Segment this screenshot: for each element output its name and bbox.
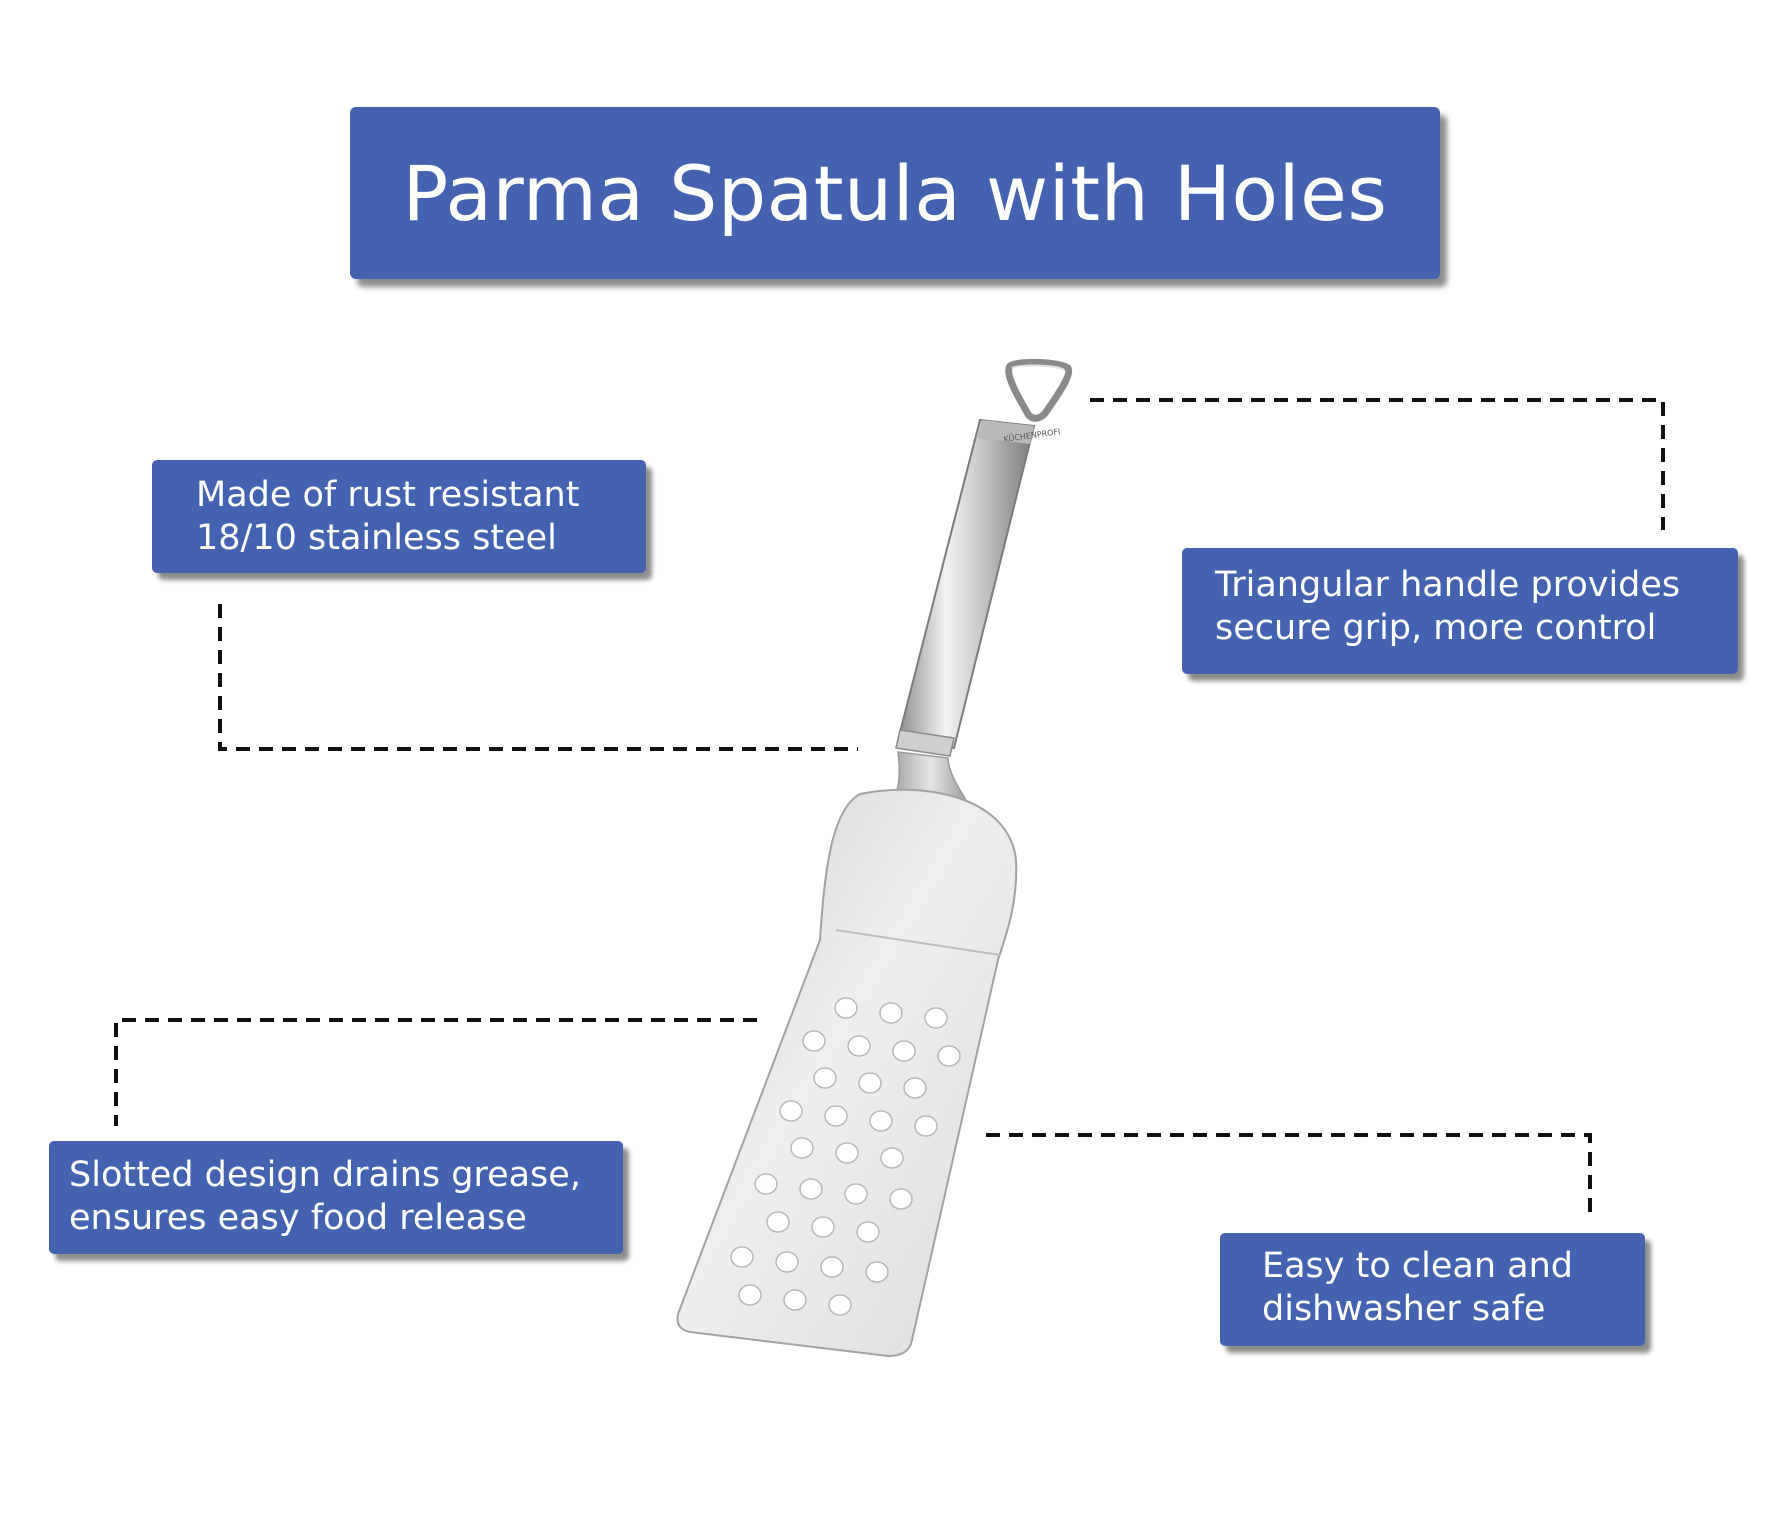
- callout-slotted-line-1: Slotted design drains grease,: [69, 1155, 581, 1195]
- spatula-blade: [676, 788, 1018, 1358]
- handle-shaft: KÜCHENPROFI: [895, 418, 1061, 757]
- callout-handle-line-1: Triangular handle provides: [1215, 565, 1681, 605]
- callout-clean-line-1: Easy to clean and: [1262, 1246, 1574, 1286]
- callout-steel-line-2: 18/10 stainless steel: [196, 518, 557, 558]
- callout-slotted-line-2: ensures easy food release: [69, 1198, 527, 1238]
- callout-stainless-steel: Made of rust resistant 18/10 stainless s…: [152, 460, 646, 573]
- callout-triangular-handle: Triangular handle provides secure grip, …: [1182, 548, 1738, 674]
- blade-holes: [730, 997, 961, 1316]
- callout-steel-line-1: Made of rust resistant: [196, 475, 580, 515]
- callout-handle-line-2: secure grip, more control: [1215, 608, 1657, 648]
- page-title: Parma Spatula with Holes: [350, 107, 1440, 279]
- callout-clean-line-2: dishwasher safe: [1262, 1289, 1546, 1329]
- hanging-loop: [1005, 358, 1073, 422]
- callout-easy-clean: Easy to clean and dishwasher safe: [1220, 1233, 1645, 1346]
- callout-slotted-design: Slotted design drains grease, ensures ea…: [49, 1141, 623, 1254]
